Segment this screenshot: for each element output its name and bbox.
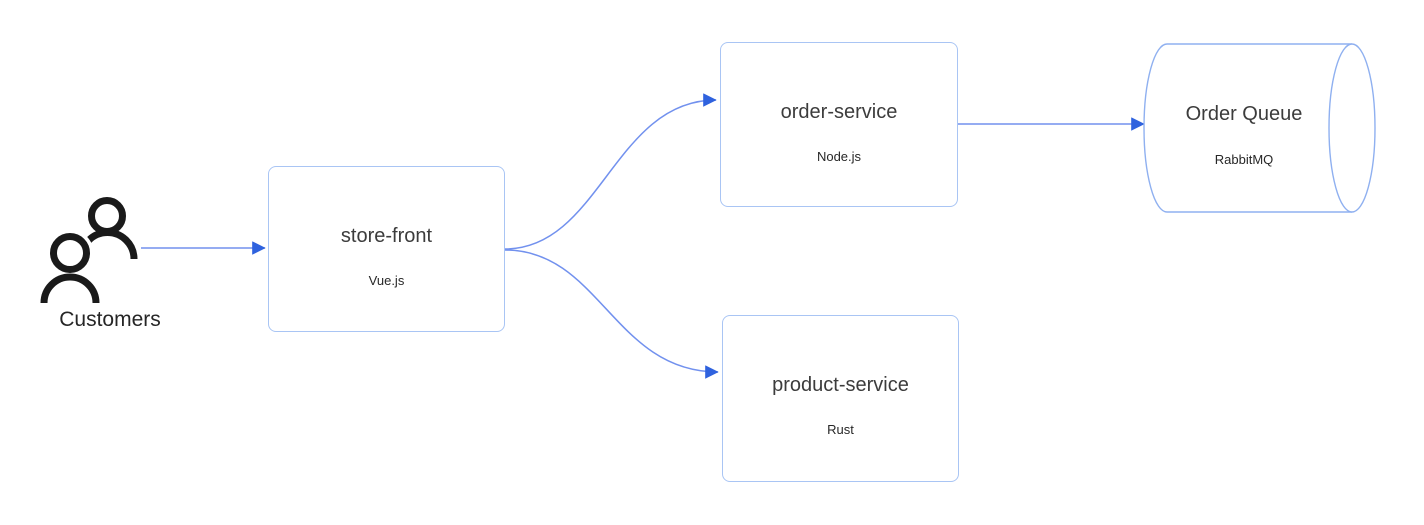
node-product-service: product-service Rust	[722, 315, 959, 482]
edge-store-front-to-order-service	[504, 93, 717, 250]
customers-label: Customers	[59, 308, 161, 331]
node-store-front-subtitle: Vue.js	[368, 273, 405, 288]
node-product-service-subtitle: Rust	[827, 422, 854, 437]
node-order-queue: Order Queue RabbitMQ	[1158, 44, 1330, 212]
node-order-service: order-service Node.js	[720, 42, 958, 207]
node-order-queue-title: Order Queue	[1185, 103, 1303, 125]
node-order-service-subtitle: Node.js	[816, 149, 862, 164]
node-store-front-title: store-front	[340, 225, 433, 247]
people-icon	[37, 197, 138, 304]
node-store-front: store-front Vue.js	[268, 166, 505, 332]
node-order-queue-subtitle: RabbitMQ	[1214, 152, 1274, 167]
edge-store-front-to-product-service	[504, 249, 719, 379]
node-order-service-title: order-service	[780, 101, 898, 123]
node-product-service-title: product-service	[772, 374, 909, 396]
